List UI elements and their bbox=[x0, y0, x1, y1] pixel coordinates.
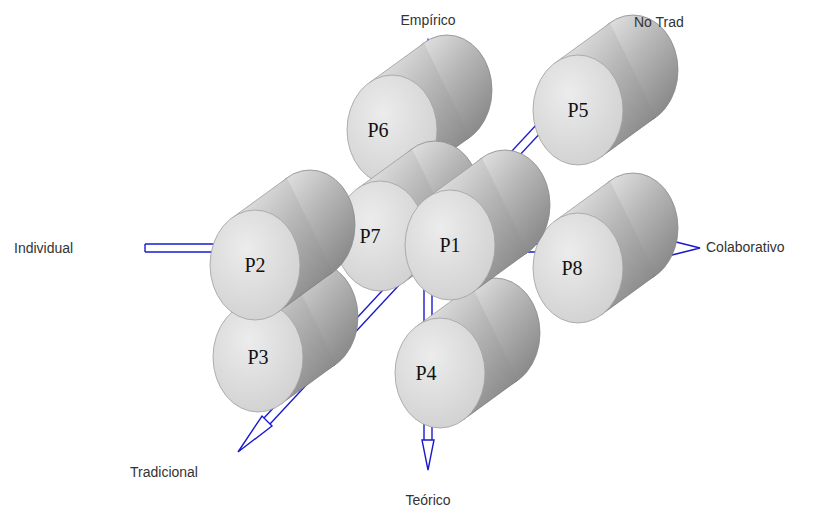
axis-label: Empírico bbox=[400, 12, 455, 28]
cylinder-label: P2 bbox=[244, 254, 265, 277]
cylinder-label: P5 bbox=[567, 99, 588, 122]
cylinder-shape bbox=[403, 148, 553, 303]
cylinder-label: P1 bbox=[439, 234, 460, 257]
axis-label: Individual bbox=[14, 240, 73, 256]
axis-label: Teórico bbox=[405, 492, 450, 508]
cylinder-shape bbox=[531, 13, 681, 168]
axis-label: Tradicional bbox=[130, 464, 198, 480]
cylinder-label: P3 bbox=[247, 346, 268, 369]
cylinder-shape bbox=[393, 276, 543, 431]
cylinder-label: P7 bbox=[359, 225, 380, 248]
cylinder-node: P2 bbox=[208, 168, 358, 323]
cylinder-label: P8 bbox=[561, 257, 582, 280]
cylinder-shape bbox=[208, 168, 358, 323]
cylinder-node: P8 bbox=[531, 171, 681, 326]
axis-label: No Trad bbox=[634, 14, 684, 30]
cylinder-label: P4 bbox=[415, 362, 436, 385]
cylinder-node: P1 bbox=[403, 148, 553, 303]
cylinder-label: P6 bbox=[367, 119, 388, 142]
cylinder-node: P4 bbox=[393, 276, 543, 431]
cylinder-node: P5 bbox=[531, 13, 681, 168]
cylinder-shape bbox=[531, 171, 681, 326]
axis-label: Colaborativo bbox=[706, 239, 785, 255]
